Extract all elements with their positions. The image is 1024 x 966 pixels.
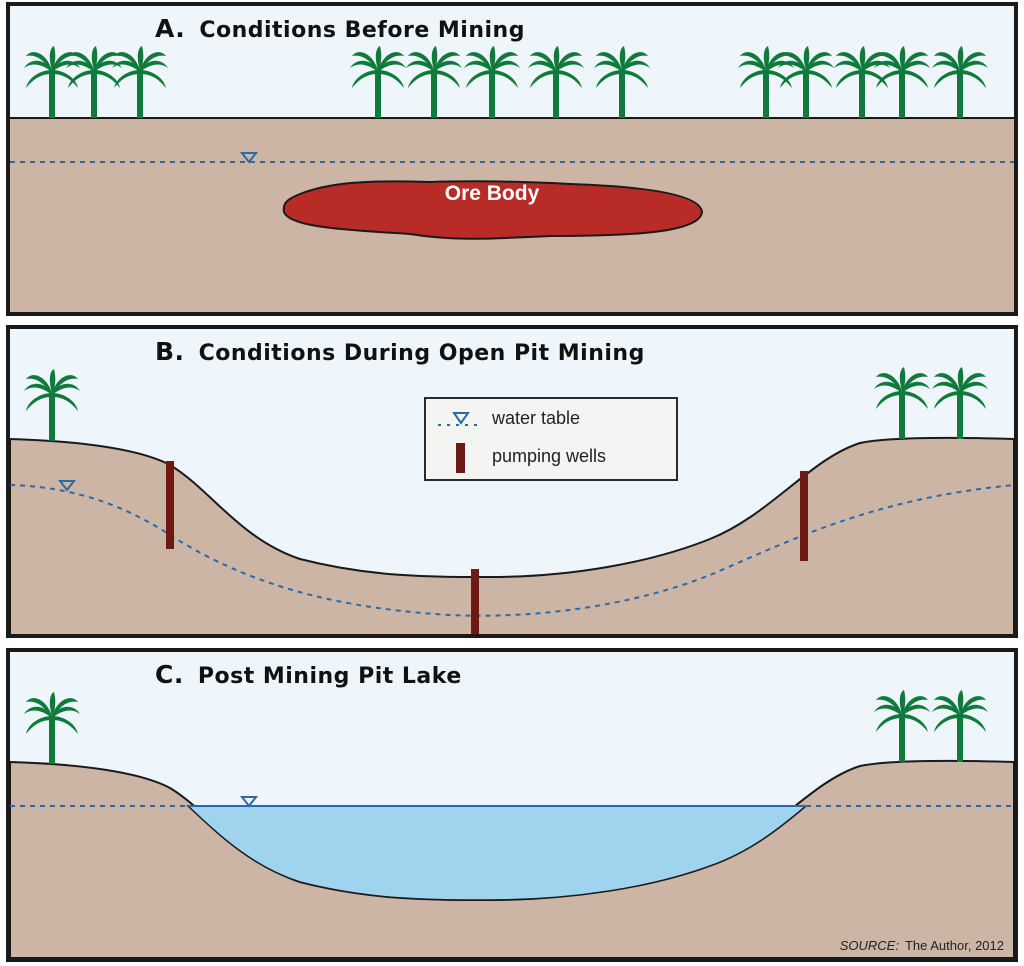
pumping-well-icon — [166, 461, 174, 549]
panel-c-letter: C. — [155, 660, 184, 689]
palm-tree-icon — [24, 690, 988, 764]
legend-pumping-wells-label: pumping wells — [492, 446, 607, 466]
pumping-well-icon — [800, 471, 808, 561]
during-mining-diagram — [10, 367, 1014, 634]
ore-body — [282, 180, 704, 240]
water-table-marker-icon — [57, 480, 77, 492]
legend: water table pumping wells — [424, 397, 678, 481]
water-table-marker-icon — [239, 152, 259, 164]
source-credit: SOURCE: The Author, 2012 — [840, 938, 1004, 953]
post-mining-diagram — [10, 690, 1014, 958]
water-table-marker-icon — [438, 412, 482, 426]
legend-item-water-table: water table — [426, 405, 676, 435]
ore-body-label: Ore Body — [444, 182, 540, 205]
palm-tree-icon — [24, 46, 988, 118]
panel-a-title-text: Conditions Before Mining — [199, 18, 525, 43]
panel-b-title: B. Conditions During Open Pit Mining — [155, 337, 1014, 366]
panel-before-mining: A. Conditions Before Mining Ore Body — [6, 2, 1018, 316]
panel-post-mining: C. Post Mining Pit Lake SOURCE: The Author… — [6, 648, 1018, 962]
before-mining-diagram — [10, 46, 1014, 312]
pit-lake — [186, 805, 809, 901]
panel-during-mining: B. Conditions During Open Pit Mining wate… — [6, 325, 1018, 638]
legend-water-table-label: water table — [492, 408, 581, 428]
panel-c-title: C. Post Mining Pit Lake — [155, 660, 1014, 689]
pumping-well-icon — [471, 569, 479, 634]
panel-a-title: A. Conditions Before Mining — [155, 14, 1014, 43]
source-label: SOURCE: — [839, 938, 899, 953]
water-table-marker-icon — [239, 796, 259, 808]
source-text: The Author, 2012 — [904, 938, 1004, 953]
panel-a-letter: A. — [155, 14, 186, 43]
water-table-line — [10, 484, 1014, 617]
panel-b-letter: B. — [155, 337, 185, 366]
pumping-well-icon — [456, 443, 465, 473]
panel-c-title-text: Post Mining Pit Lake — [197, 664, 462, 689]
legend-item-pumping-wells: pumping wells — [426, 443, 676, 473]
panel-b-title-text: Conditions During Open Pit Mining — [198, 341, 645, 366]
